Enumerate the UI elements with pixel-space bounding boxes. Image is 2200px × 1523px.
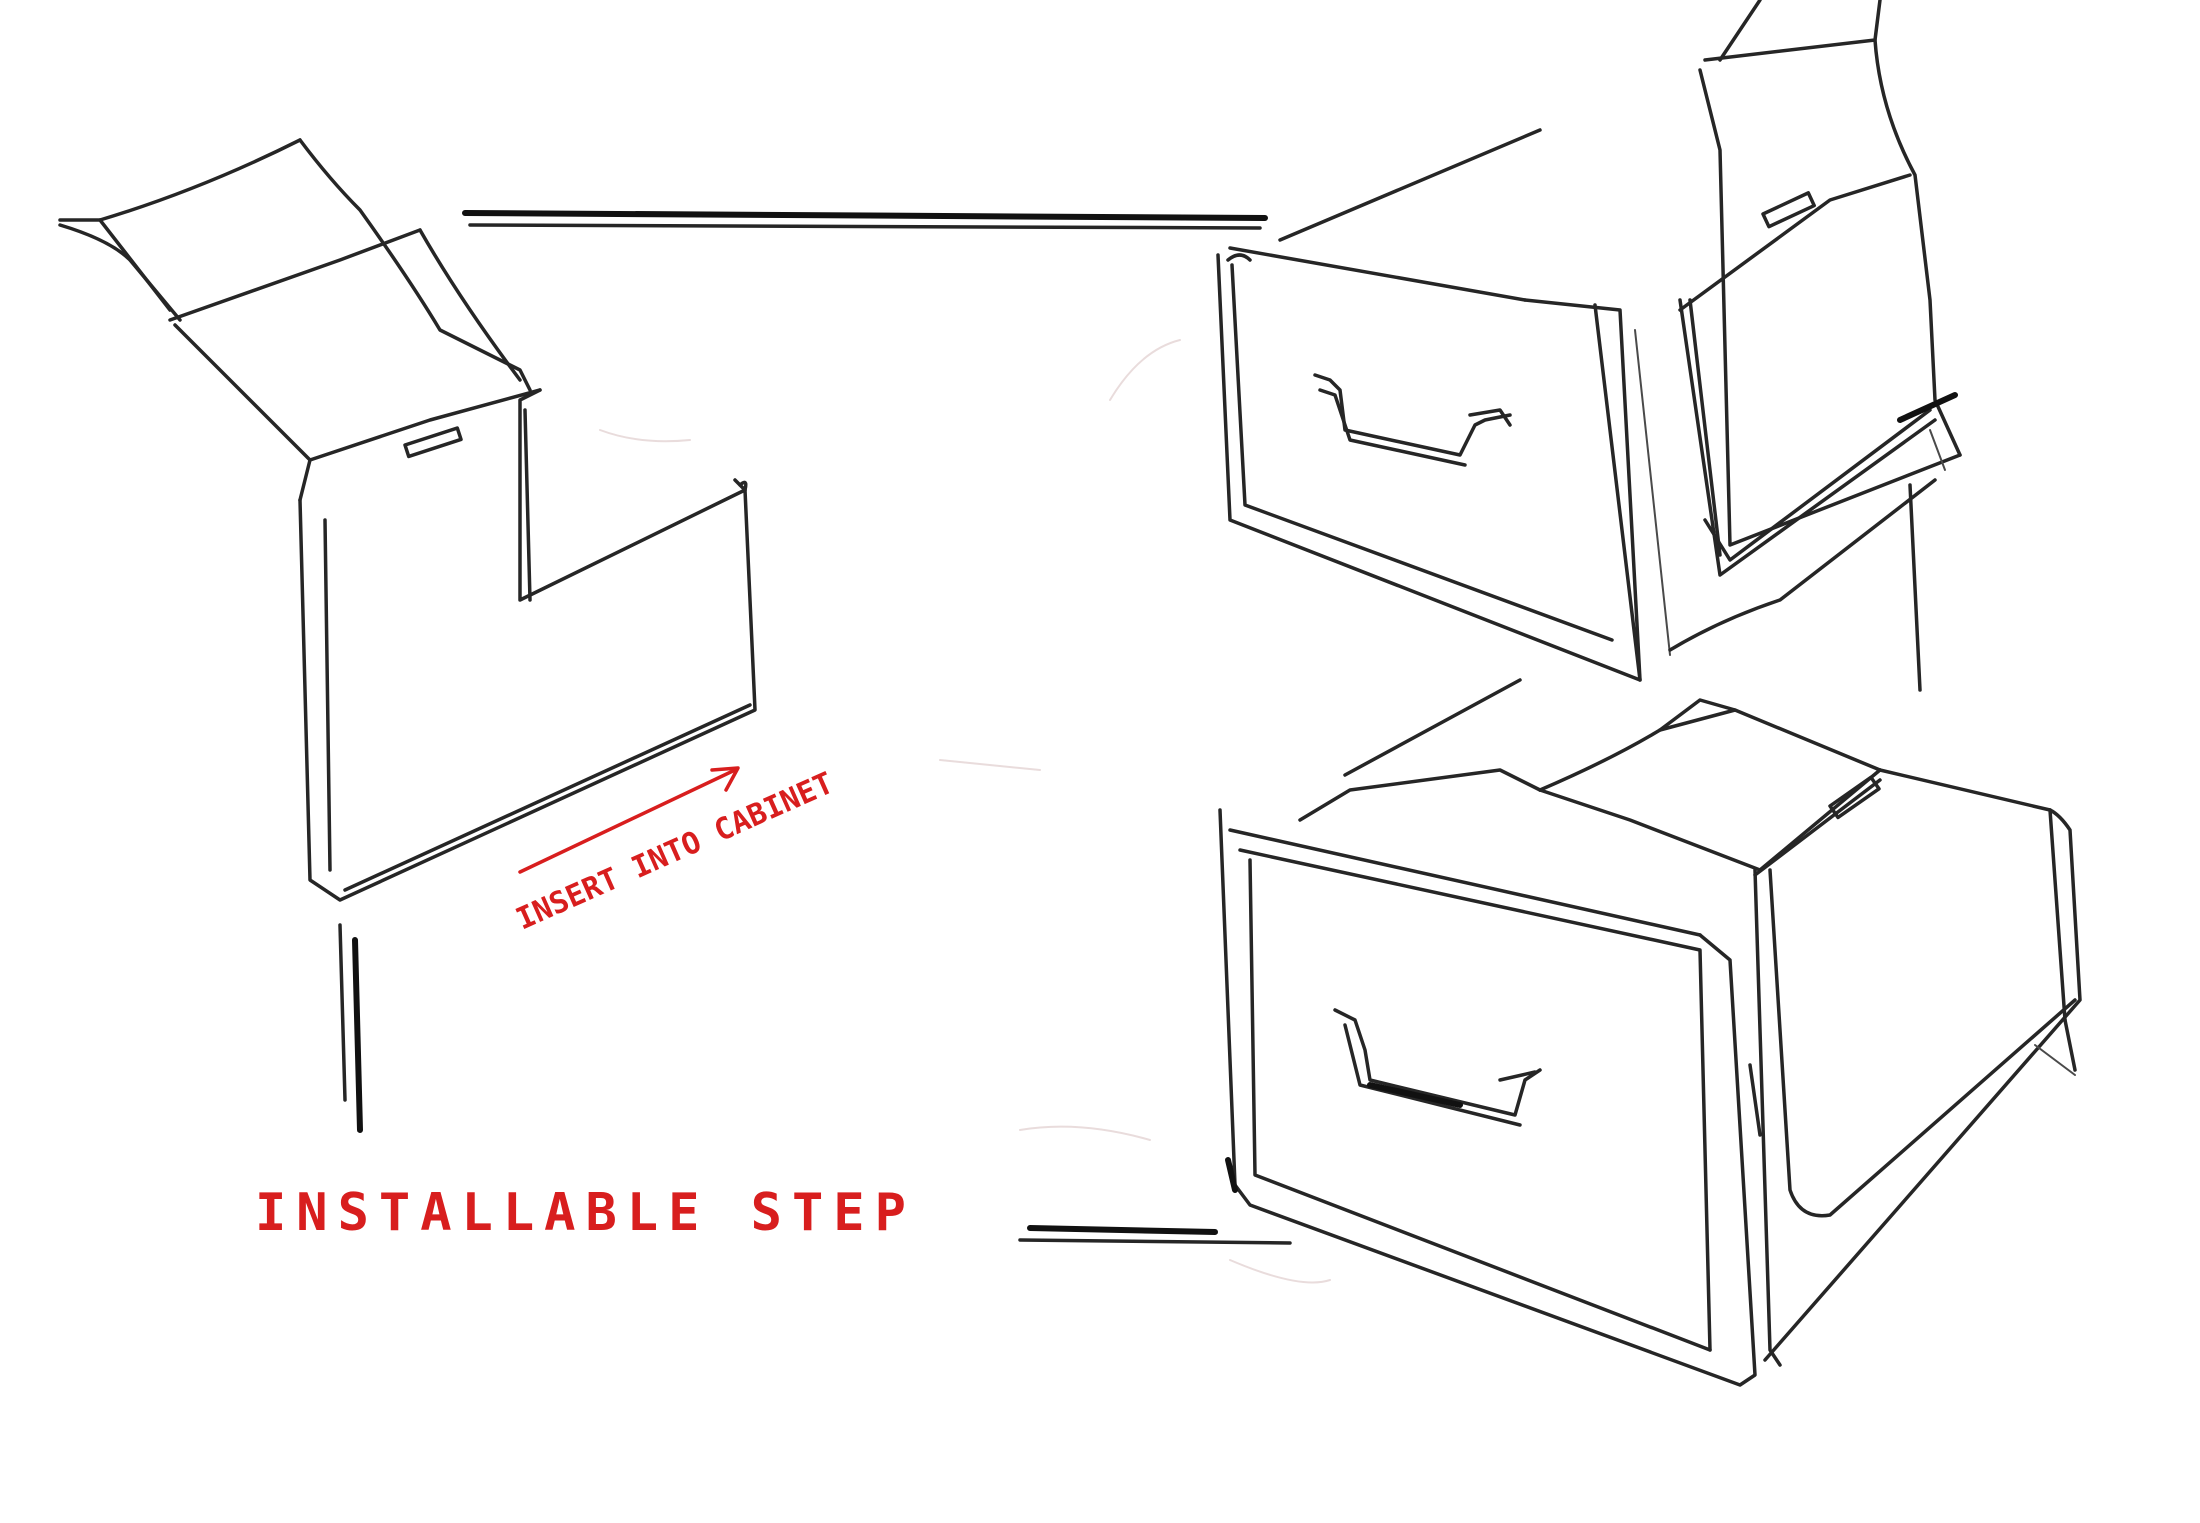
cabinet-step-installed (1220, 680, 2080, 1385)
step-insert-drawing (60, 140, 755, 1130)
installable-step-label: INSTALLABLE STEP (255, 1183, 916, 1243)
guide-lines (465, 213, 1290, 1243)
cabinet-drawer-open-top (1218, 0, 1960, 690)
